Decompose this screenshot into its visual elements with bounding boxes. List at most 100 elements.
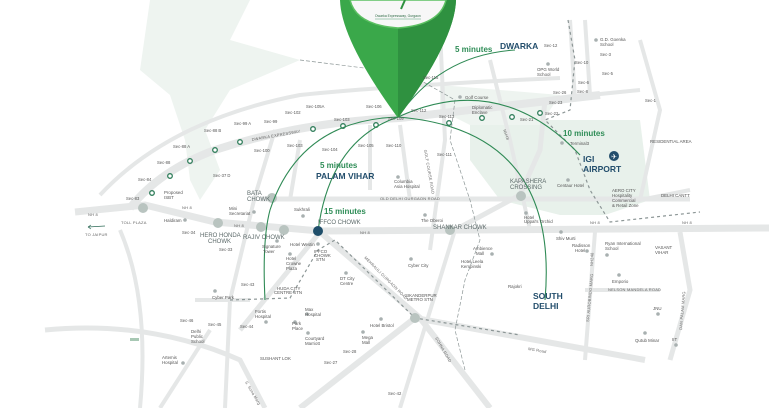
place-label: IFFCO [314, 249, 328, 254]
place-label: Mini [229, 206, 237, 211]
airport-label-1: IGI [583, 154, 594, 164]
place-label: Terminal3 [570, 141, 590, 146]
road-label: NH48 [502, 129, 511, 142]
sector-label: Sec-84 [138, 177, 152, 182]
sector-label: Sec-99 A [234, 121, 251, 126]
arrow-left-icon [87, 224, 106, 230]
place-label: Place [292, 326, 304, 331]
chowk-label: CROSSING [510, 185, 542, 191]
road-label: NH 8 [590, 220, 600, 225]
state-border [299, 59, 481, 371]
place-label: DT City [340, 276, 355, 281]
place-label: HUDA CITY [277, 286, 300, 291]
road-label: NH 8 [360, 230, 370, 235]
place-label: Ambience [473, 246, 493, 251]
place-label: OPG World [537, 67, 560, 72]
sector-label: Sec-103 [334, 117, 350, 122]
place-label: Proposed [164, 190, 183, 195]
location-pin-marker: Dwarka Expressway, Gurgaon [340, 0, 456, 118]
toll-plaza-label: TOLL PLAZA [121, 220, 147, 225]
place-label: Uppal's Orchid [524, 219, 553, 224]
dwarka-time: 5 minutes [455, 45, 493, 54]
place-label: Hotel [524, 215, 534, 220]
sector-label: Sec-28 [343, 349, 357, 354]
chowk-label: KAPASHERA [510, 179, 546, 185]
place-label: Golf Course [465, 95, 489, 100]
place-label: Shiv Murti [556, 236, 576, 241]
place-label: STN [316, 257, 325, 262]
place-label: Artemis [162, 355, 178, 360]
place-label: School [605, 246, 618, 251]
place-label: Qutub Minar [635, 338, 660, 343]
place-label: SUSHANT LOK [260, 356, 291, 361]
poi-dots [130, 38, 678, 365]
sector-label: Sec-44 [240, 324, 254, 329]
road-label: NH 8 [88, 212, 98, 217]
sector-label: Sec-112 [411, 108, 427, 113]
chowk-label: HERO HONDA [200, 233, 241, 239]
road-label: NH 8 [234, 223, 244, 228]
sector-label: Sec-113 [439, 114, 455, 119]
place-label: SIKANDERPUR [405, 293, 437, 298]
place-label: DELHI CANTT [661, 193, 690, 198]
sector-label: Sec-46 [180, 318, 194, 323]
sector-label: Sec-3 [600, 52, 612, 57]
south-delhi-label-1: SOUTH [533, 291, 563, 301]
chowk-label: BATA [247, 191, 262, 197]
road-label: NH248 [589, 252, 594, 266]
place-label: RESIDENTIAL AREA [650, 139, 692, 144]
road-label: GOLF COURSE ROAD [423, 149, 436, 194]
place-label: ISBT [164, 195, 174, 200]
place-label: CENTRE STN [274, 290, 302, 295]
chowk-label: CHOWK [208, 239, 231, 245]
place-label: Courtyard [305, 336, 325, 341]
place-label: Hotel Leela [461, 259, 484, 264]
place-label: G.D. Goenka [600, 37, 626, 42]
sector-label: Sec-1 [645, 98, 657, 103]
iffco-time: 15 minutes [324, 207, 366, 216]
road-label: NH 8 [182, 205, 192, 210]
place-label: Secretariat [229, 211, 251, 216]
place-label: Max [305, 307, 314, 312]
place-label: School [600, 42, 613, 47]
place-label: Radisson [572, 243, 591, 248]
travel-routes [263, 49, 581, 301]
place-label: VASANT [655, 245, 673, 250]
road-label: NH 8 [682, 220, 692, 225]
sector-label: Sec-33 [219, 247, 233, 252]
dwarka-label: DWARKA [500, 41, 538, 51]
place-label: Centaur Hotel [557, 183, 584, 188]
sector-label: Sec-109 [388, 116, 404, 121]
place-label: Ryan International [605, 241, 641, 246]
metro-line [229, 239, 521, 336]
sector-label: Sec-88 B [204, 128, 221, 133]
place-label: Centre [340, 281, 354, 286]
chowk-label: RAJIV CHOWK [243, 235, 285, 241]
sector-label: Sec-100 [254, 148, 270, 153]
sector-label: Sec-27 [324, 360, 338, 365]
sector-label: Sec-103 [287, 143, 303, 148]
place-label: CHOWK [314, 253, 331, 258]
place-label: School [191, 339, 204, 344]
sector-labels: Sec-12 Sec-3 Sec-10 Sec-5 Sec-6 Sec-26 S… [126, 43, 657, 396]
place-label: The Oberoi [421, 218, 443, 223]
sector-label: Sec-42 [388, 391, 402, 396]
road-label: SOHNA ROAD [434, 336, 453, 363]
place-label: AERO CITY [612, 188, 636, 193]
place-label: Hospital [162, 360, 178, 365]
place-label: Mall [476, 251, 484, 256]
place-label: Commercial [612, 198, 635, 203]
iffco-chowk-marker[interactable] [313, 226, 323, 236]
palam-vihar-time: 5 minutes [320, 161, 358, 170]
sector-label: Sec-21 [520, 117, 534, 122]
chowk-markers [138, 191, 526, 323]
road-label: OLD DELHI GURGAON ROAD [380, 196, 440, 201]
sector-label: Sec-88 A [173, 144, 190, 149]
road-label: SRI AUROBINDO MARG [585, 273, 594, 322]
place-label: JNU [653, 306, 662, 311]
place-label: Emporio [612, 279, 629, 284]
sector-label: Sec-105 [358, 143, 374, 148]
iffco-label: IFFCO CHOWK [318, 220, 361, 226]
place-label: School [537, 72, 550, 77]
sector-label: Sec-12 [544, 43, 558, 48]
